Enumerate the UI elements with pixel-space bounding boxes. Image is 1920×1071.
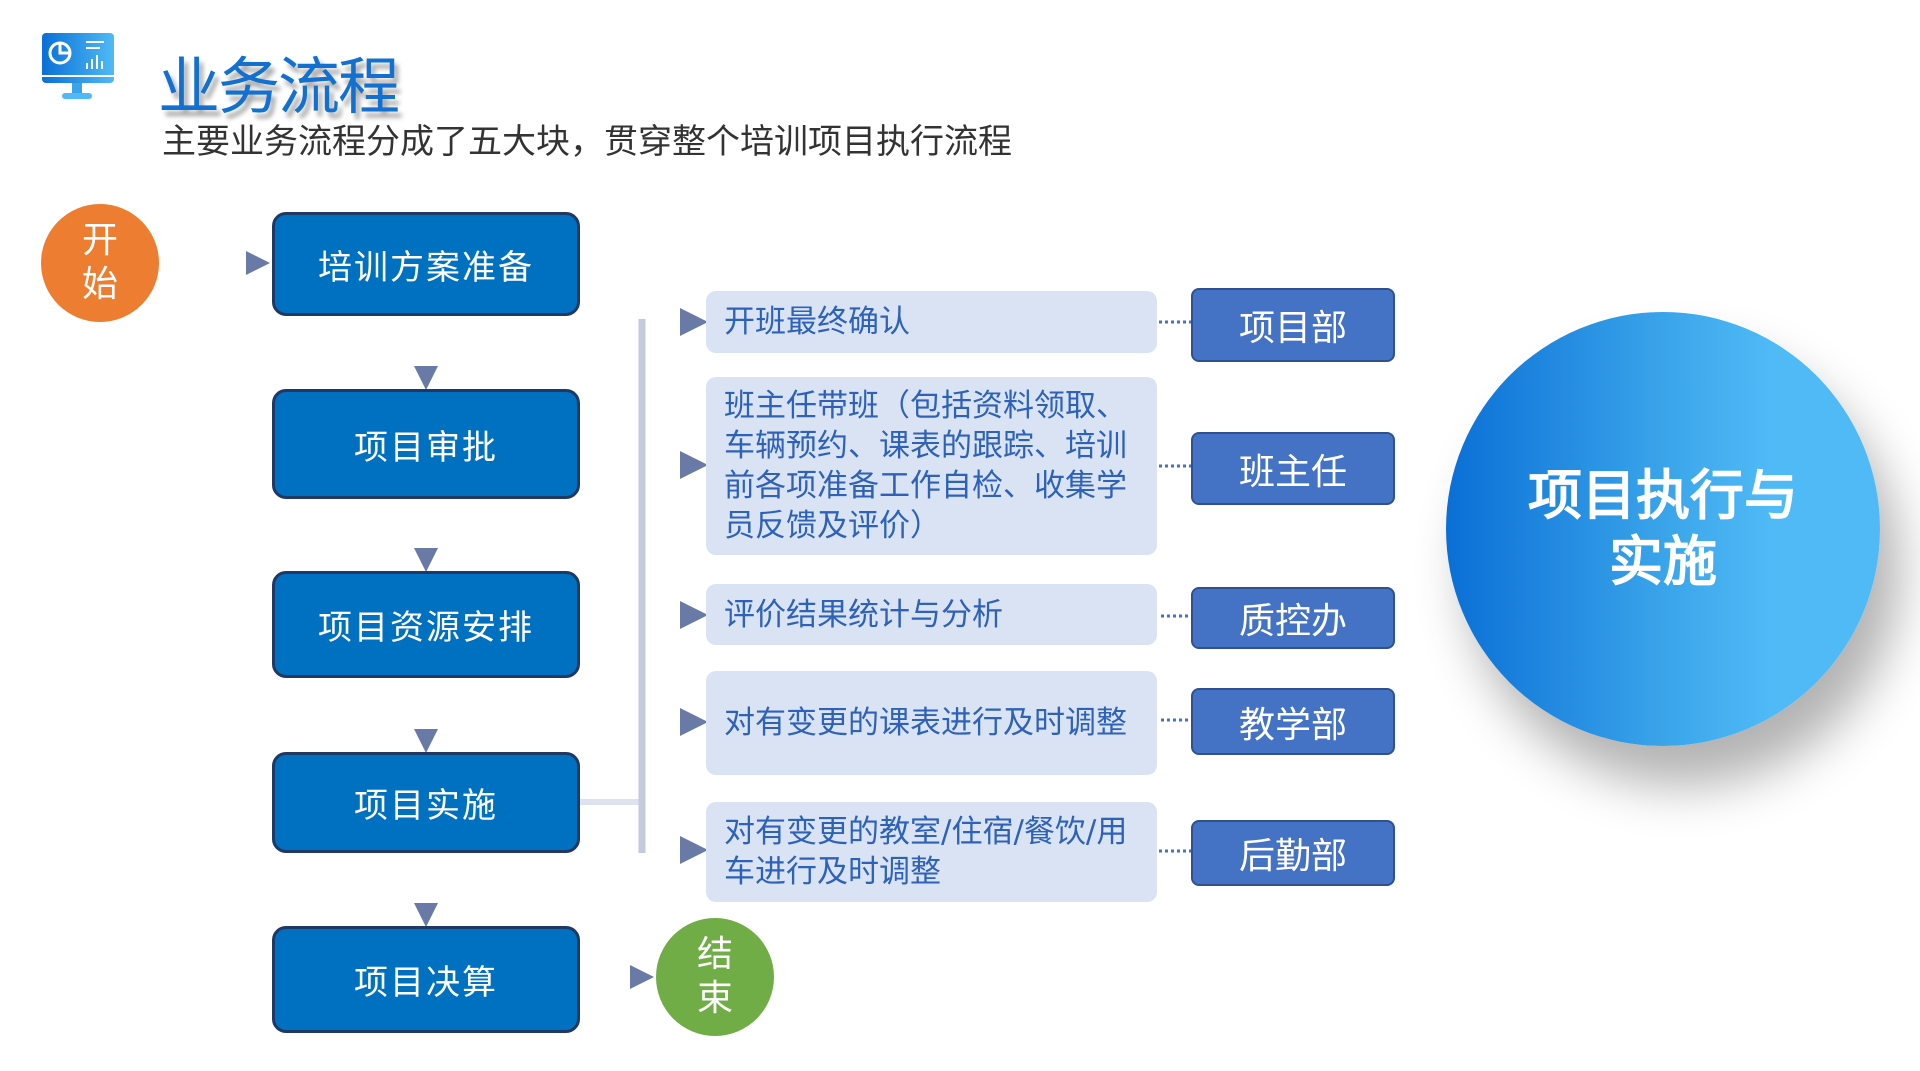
end-label-1: 结 (696, 934, 733, 975)
dept-teaching: 教学部 (1191, 688, 1395, 755)
focus-circle: 项目执行与实施 (1446, 312, 1880, 746)
task-schedule-adjust: 对有变更的课表进行及时调整 (706, 671, 1157, 775)
monitor-chart-icon (40, 31, 116, 101)
step-training-plan: 培训方案准备 (272, 212, 580, 316)
end-label-2: 束 (696, 978, 733, 1019)
step-project-settlement: 项目决算 (272, 926, 580, 1033)
task-text: 对有变更的教室/住宿/餐饮/用车进行及时调整 (724, 814, 1128, 890)
task-evaluation-analysis: 评价结果统计与分析 (706, 584, 1157, 645)
start-label-2: 始 (81, 264, 118, 305)
task-text: 班主任带班（包括资料领取、车辆预约、课表的跟踪、培训前各项准备工作自检、收集学员… (724, 388, 1127, 544)
focus-label-1: 项目执行与 (1528, 464, 1798, 527)
step-project-implementation: 项目实施 (272, 752, 580, 853)
dept-logistics: 后勤部 (1191, 820, 1395, 886)
dept-head-teacher: 班主任 (1191, 432, 1395, 505)
start-label-1: 开 (81, 220, 118, 261)
dept-project: 项目部 (1191, 288, 1395, 362)
dept-quality-control: 质控办 (1191, 587, 1395, 649)
task-text: 开班最终确认 (724, 304, 910, 340)
task-logistics-adjust: 对有变更的教室/住宿/餐饮/用车进行及时调整 (706, 802, 1157, 902)
task-class-confirmation: 开班最终确认 (706, 291, 1157, 353)
end-node: 结束 (656, 918, 774, 1036)
branch-connector (580, 308, 708, 864)
start-node: 开始 (41, 204, 159, 322)
focus-label-2: 实施 (1609, 530, 1717, 593)
page-title: 业务流程 (158, 50, 400, 123)
step-project-approval: 项目审批 (272, 389, 580, 499)
task-text: 对有变更的课表进行及时调整 (724, 705, 1127, 741)
page-subtitle: 主要业务流程分成了五大块，贯穿整个培训项目执行流程 (162, 122, 1012, 162)
task-text: 评价结果统计与分析 (724, 596, 1003, 633)
dotted-links (1159, 320, 1191, 853)
step-resource-arrangement: 项目资源安排 (272, 571, 580, 678)
task-head-teacher: 班主任带班（包括资料领取、车辆预约、课表的跟踪、培训前各项准备工作自检、收集学员… (706, 377, 1157, 555)
